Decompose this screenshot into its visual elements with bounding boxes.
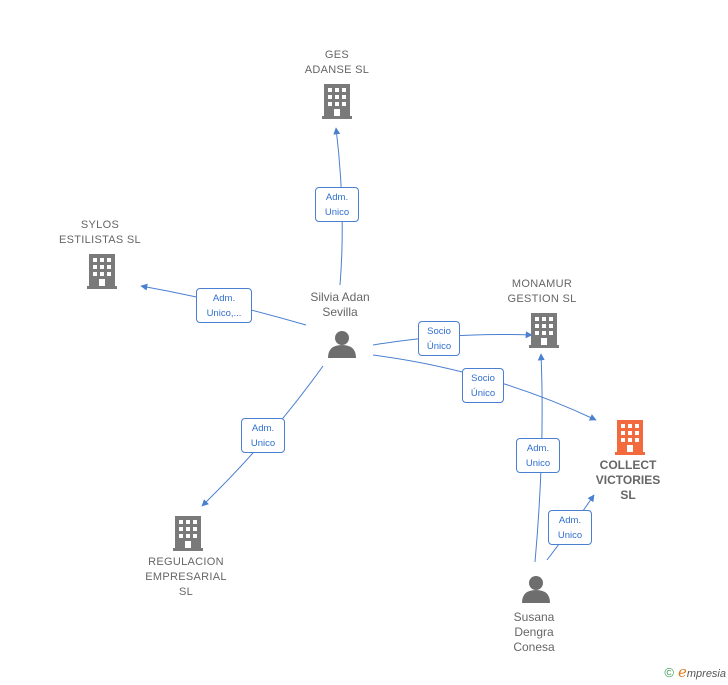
company-label-sylos-estilistas[interactable]: SYLOS ESTILISTAS SL xyxy=(59,219,141,246)
brand-logo-e: e xyxy=(677,663,687,681)
edge-label-silvia-collect: Socio Único xyxy=(462,368,504,403)
edge-label-susana-collect: Adm. Unico xyxy=(548,510,592,545)
person-icon[interactable] xyxy=(522,576,550,603)
building-icon[interactable] xyxy=(529,313,559,348)
building-icon[interactable] xyxy=(173,516,203,551)
edge-label-susana-monamur: Adm. Unico xyxy=(516,438,560,473)
edge-label-silvia-monamur: Socio Único xyxy=(418,321,460,356)
building-icon-highlighted[interactable] xyxy=(615,420,645,455)
edge-label-silvia-ges: Adm. Unico xyxy=(315,187,359,222)
brand-footer: ©empresia xyxy=(664,663,726,681)
company-label-ges-adanse[interactable]: GES ADANSE SL xyxy=(304,49,370,76)
person-label-silvia-adan-sevilla[interactable]: Silvia Adan Sevilla xyxy=(310,290,370,319)
copyright-icon: © xyxy=(664,665,674,680)
building-icon[interactable] xyxy=(87,254,117,289)
edge-label-silvia-sylos: Adm. Unico,... xyxy=(196,288,252,323)
company-label-monamur-gestion[interactable]: MONAMUR GESTION SL xyxy=(507,278,577,305)
person-label-susana-dengra-conesa[interactable]: Susana Dengra Conesa xyxy=(513,610,555,654)
edge-label-silvia-regulacion: Adm. Unico xyxy=(241,418,285,453)
company-label-regulacion-empresarial[interactable]: REGULACION EMPRESARIAL SL xyxy=(145,556,227,598)
building-icon[interactable] xyxy=(322,84,352,119)
brand-logo-text: mpresia xyxy=(686,668,726,680)
person-icon[interactable] xyxy=(328,331,356,358)
company-label-collect-victories[interactable]: COLLECT VICTORIES SL xyxy=(595,458,661,502)
